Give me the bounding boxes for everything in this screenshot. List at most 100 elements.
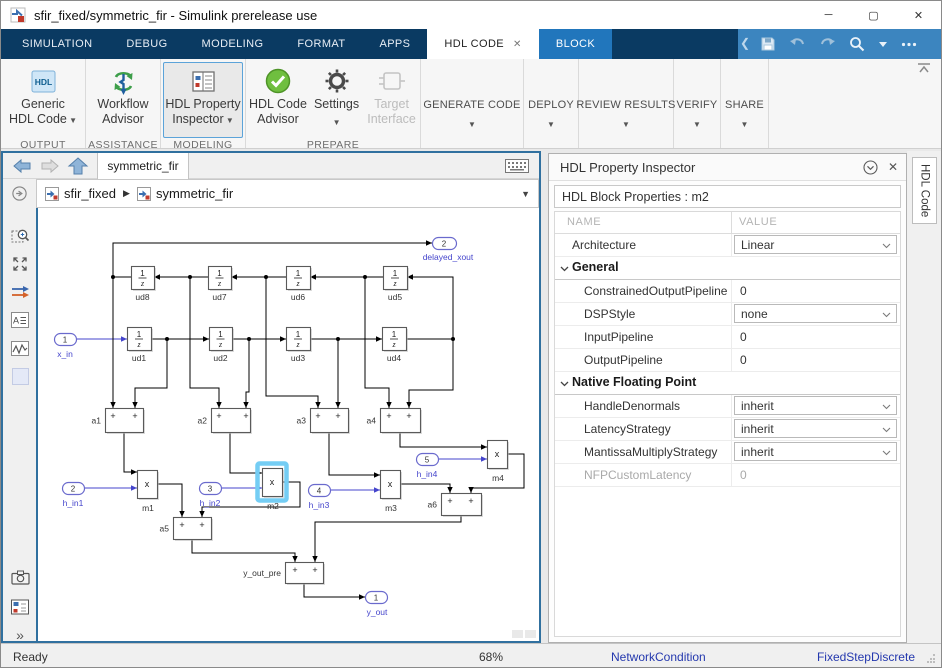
up-icon[interactable] (67, 156, 89, 176)
area-icon[interactable] (9, 365, 31, 387)
port-h_in3[interactable]: 4h_in3 (307, 483, 332, 511)
search-icon[interactable] (849, 36, 865, 52)
signal-wire[interactable] (84, 485, 137, 491)
close-icon[interactable]: ✕ (913, 9, 924, 22)
property-value[interactable]: 0 (740, 353, 747, 367)
signal-wire[interactable] (406, 274, 454, 340)
close-panel-icon[interactable]: ✕ (887, 160, 898, 174)
section-collapse-icon[interactable] (560, 266, 569, 272)
block-m4[interactable]: xm4 (486, 439, 510, 484)
property-value-dropdown[interactable]: inherit (734, 442, 897, 461)
signal-wire[interactable] (364, 277, 392, 408)
port-h_in1[interactable]: 2h_in1 (61, 481, 86, 509)
canvas-scroll-grip[interactable] (512, 630, 536, 638)
signal-wire[interactable] (243, 339, 250, 408)
more-icon[interactable] (901, 42, 917, 47)
ribbon-tab-debug[interactable]: DEBUG (109, 29, 184, 59)
property-section-general[interactable]: General (555, 257, 900, 280)
signal-wire[interactable] (330, 487, 380, 493)
block-m3[interactable]: xm3 (379, 469, 403, 514)
block-a1[interactable]: ++a1 (92, 407, 145, 435)
ribbon-tab-hdl-code[interactable]: HDL CODE✕ (427, 29, 539, 59)
ribbon-section-share[interactable]: SHARE▼ (721, 59, 769, 148)
settings-button[interactable]: Settings ▼ (312, 62, 361, 138)
collapse-ribbon-icon[interactable] (915, 61, 933, 75)
signal-wire[interactable] (399, 432, 487, 450)
property-value[interactable]: 0 (740, 284, 747, 298)
camera-icon[interactable] (9, 566, 31, 588)
signal-wire[interactable] (303, 583, 365, 600)
block-m1[interactable]: xm1 (136, 469, 160, 514)
signal-wire[interactable] (123, 432, 137, 475)
signal-wire[interactable] (438, 456, 487, 462)
ribbon-section-generate-code[interactable]: GENERATE CODE▼ (421, 59, 524, 148)
signal-wire[interactable] (310, 336, 382, 342)
save-icon[interactable] (760, 36, 776, 52)
signal-wire[interactable] (265, 277, 321, 408)
breadcrumb-dropdown-icon[interactable]: ▼ (521, 188, 530, 199)
collapse-quick-access-icon[interactable]: ❮ (740, 36, 751, 50)
status-solver[interactable]: FixedStepDiscrete (816, 650, 915, 664)
property-value-dropdown[interactable]: Linear (734, 235, 897, 254)
minimize-icon[interactable]: ─ (824, 9, 833, 21)
ribbon-tab-modeling[interactable]: MODELING (185, 29, 281, 59)
signal-wire[interactable] (110, 277, 116, 408)
signal-wire[interactable] (231, 274, 286, 280)
annotation-icon[interactable]: A (9, 309, 31, 331)
model-tab[interactable]: symmetric_fir (97, 153, 189, 179)
signal-wire[interactable] (468, 453, 525, 493)
property-value-dropdown[interactable]: none (734, 304, 897, 323)
signal-wire[interactable] (199, 481, 301, 517)
keyboard-icon[interactable] (505, 159, 529, 173)
undo-icon[interactable] (789, 37, 806, 51)
expand-icon[interactable]: » (16, 627, 24, 643)
signal-wire[interactable] (157, 483, 185, 517)
block-y_out_pre[interactable]: ++y_out_pre (243, 561, 325, 586)
status-network-condition[interactable]: NetworkCondition (611, 650, 706, 664)
ribbon-section-deploy[interactable]: DEPLOY▼ (524, 59, 579, 148)
zoom-icon[interactable] (9, 225, 31, 247)
port-h_in2[interactable]: 3h_in2 (198, 481, 223, 509)
ribbon-section-verify[interactable]: VERIFY▼ (674, 59, 721, 148)
signal-wire[interactable] (406, 339, 454, 408)
block-a5[interactable]: ++a5 (160, 516, 213, 542)
signal-lines-icon[interactable] (9, 281, 31, 303)
block-a6[interactable]: ++a6 (428, 492, 483, 518)
fit-view-icon[interactable] (9, 253, 31, 275)
show-explorer-bar-icon[interactable] (11, 185, 28, 202)
property-value-dropdown[interactable]: inherit (734, 396, 897, 415)
breadcrumb-item-sfir_fixed[interactable]: sfir_fixed (45, 186, 116, 201)
property-section-native-floating-point[interactable]: Native Floating Point (555, 372, 900, 395)
ribbon-tab-block[interactable]: BLOCK (538, 29, 613, 59)
block-a4[interactable]: ++a4 (367, 407, 422, 435)
model-browser-icon[interactable] (9, 596, 31, 618)
block-a3[interactable]: ++a3 (297, 407, 350, 435)
signal-wire[interactable] (112, 240, 432, 278)
signal-wire[interactable] (400, 483, 453, 493)
signal-wire[interactable] (310, 274, 383, 280)
signal-wire[interactable] (191, 539, 298, 562)
signal-wire[interactable] (328, 432, 380, 478)
signal-wire[interactable] (312, 515, 462, 562)
back-icon[interactable] (12, 158, 32, 174)
ribbon-tab-apps[interactable]: APPS (362, 29, 427, 59)
signal-wire[interactable] (232, 336, 286, 342)
block-m2[interactable]: xm2 (255, 461, 289, 512)
signal-wire[interactable] (76, 336, 127, 342)
signal-wire[interactable] (154, 274, 208, 280)
